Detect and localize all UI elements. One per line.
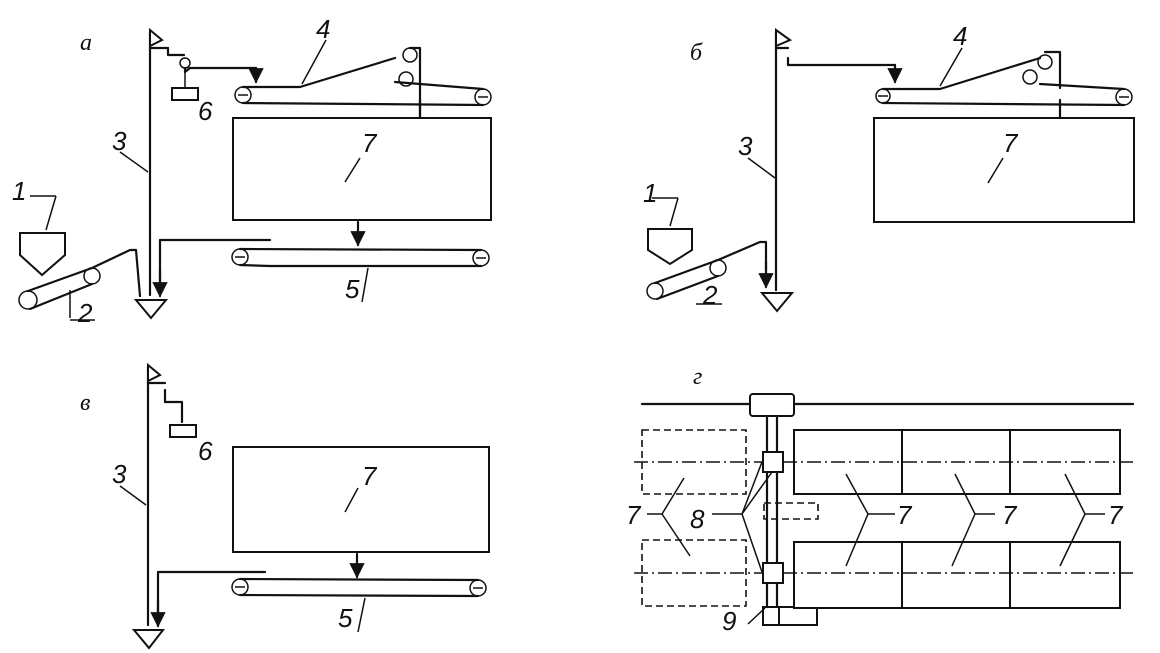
label-9-g: 9 <box>722 606 736 636</box>
label-6-a: 6 <box>198 96 213 126</box>
label-1-b: 1 <box>643 178 657 208</box>
label-7-v: 7 <box>362 461 378 491</box>
label-7-g-3: 7 <box>1108 500 1124 530</box>
panel-label-v: в <box>80 390 90 416</box>
label-2-a: 2 <box>77 298 93 328</box>
label-7-g-left: 7 <box>626 500 642 530</box>
panel-label-g: г <box>693 364 702 390</box>
kiln-7-a <box>232 117 492 221</box>
conveyor-4-a <box>234 46 492 147</box>
label-8-g: 8 <box>690 504 705 534</box>
pipe-3-v <box>146 362 184 627</box>
panel-label-b: б <box>690 40 703 66</box>
discharge-funnel-a <box>133 299 169 320</box>
label-6-v: 6 <box>198 436 213 466</box>
feed-line-a <box>179 57 264 90</box>
discharge-funnel-b <box>759 292 795 313</box>
transfer-cart-8-upper <box>762 451 784 473</box>
label-1-a: 1 <box>12 176 26 206</box>
label-3-b: 3 <box>738 131 753 161</box>
conveyor-5-v <box>231 577 487 598</box>
conveyor-2-a <box>18 248 142 321</box>
kiln-row-upper-right <box>783 429 1133 495</box>
discharge-funnel-v <box>131 629 166 650</box>
separator-6-a <box>171 87 199 101</box>
kiln-7-b <box>873 117 1135 223</box>
leaders-g <box>647 461 1105 625</box>
transfer-cart-8-lower <box>762 562 784 584</box>
panel-b: б <box>643 21 1135 313</box>
label-4-b: 4 <box>953 21 967 51</box>
label-7-g-1: 7 <box>897 500 913 530</box>
cart-dashed-position <box>763 502 819 520</box>
label-7-a: 7 <box>362 128 378 158</box>
label-7-b: 7 <box>1003 128 1019 158</box>
label-5-a: 5 <box>345 274 360 304</box>
panel-v: в 3 6 7 5 <box>80 362 490 650</box>
label-3-a: 3 <box>112 126 127 156</box>
label-5-v: 5 <box>338 603 353 633</box>
panel-a: а <box>12 14 492 328</box>
separator-6-v <box>169 424 197 438</box>
panel-g: г <box>626 364 1135 636</box>
kiln-row-left-dashed <box>634 429 763 607</box>
pipe-3-a <box>148 27 186 297</box>
label-3-v: 3 <box>112 459 127 489</box>
drive-unit-top <box>749 393 795 417</box>
cart-9-extension <box>778 606 818 626</box>
conveyor-5-a <box>231 247 490 268</box>
kiln-row-lower-right <box>783 541 1133 609</box>
kiln-7-v <box>232 446 490 553</box>
cart-9-body <box>762 606 780 626</box>
hopper-1-a <box>19 195 66 277</box>
label-4-a: 4 <box>316 14 330 44</box>
pipe-3-b <box>774 28 903 292</box>
conveyor-2-b <box>646 240 774 305</box>
panel-label-a: а <box>80 30 92 56</box>
label-2-b: 2 <box>702 280 718 310</box>
hopper-1-b <box>647 197 693 266</box>
label-7-g-2: 7 <box>1002 500 1018 530</box>
